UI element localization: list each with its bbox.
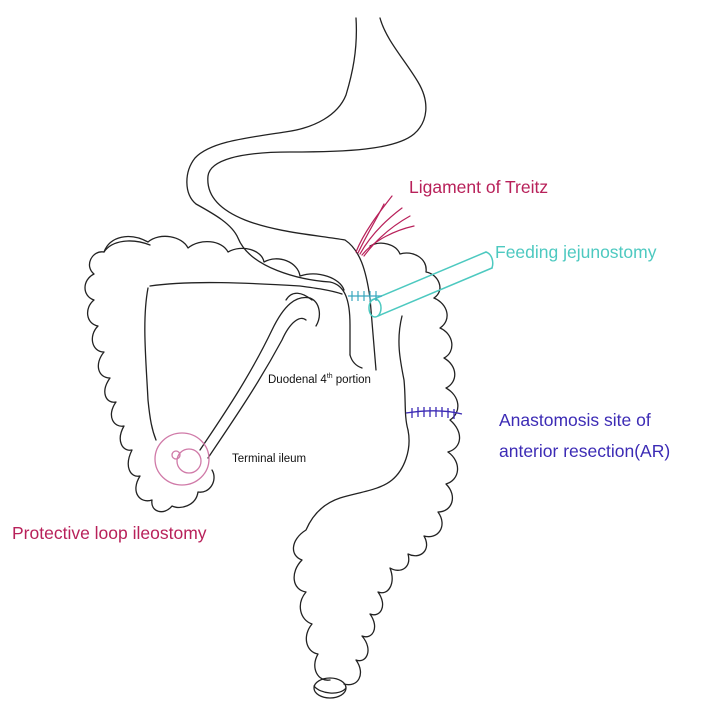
terminal-ileum-label: Terminal ileum xyxy=(232,453,306,466)
duodenal-4th-portion-label: Duodenal 4th portion xyxy=(268,374,371,387)
jejunostomy-tube xyxy=(369,252,493,317)
sigmoid-inner xyxy=(293,430,409,680)
ascending-colon-inner xyxy=(145,288,156,440)
transverse-colon-inner xyxy=(150,283,342,294)
ileostomy-stoma xyxy=(155,433,209,485)
descending-colon-outer xyxy=(434,298,460,452)
duodenal-label-suffix: portion xyxy=(333,374,371,386)
duodenal-label-prefix: Duodenal 4 xyxy=(268,374,327,386)
anastomosis-label-line1: Anastomosis site of xyxy=(499,410,651,430)
ileum-inner xyxy=(208,318,306,458)
ligament-fibers xyxy=(356,196,414,256)
rectum-connector xyxy=(314,686,346,693)
ligament-of-treitz-label: Ligament of Treitz xyxy=(409,177,548,197)
anastomosis-label-line2: anterior resection(AR) xyxy=(499,441,670,461)
rectum-end xyxy=(314,678,346,698)
stomach-outline-left xyxy=(187,18,357,355)
feeding-jejunostomy-label: Feeding jejunostomy xyxy=(495,242,656,262)
protective-loop-ileostomy-label: Protective loop ileostomy xyxy=(12,523,207,543)
sigmoid-outer xyxy=(344,452,458,685)
anastomosis-stitches xyxy=(406,407,462,419)
transverse-colon xyxy=(104,236,344,290)
transverse-colon-right xyxy=(370,243,440,298)
stomach-outline-right xyxy=(208,18,426,370)
duodenum-lower xyxy=(350,355,362,368)
